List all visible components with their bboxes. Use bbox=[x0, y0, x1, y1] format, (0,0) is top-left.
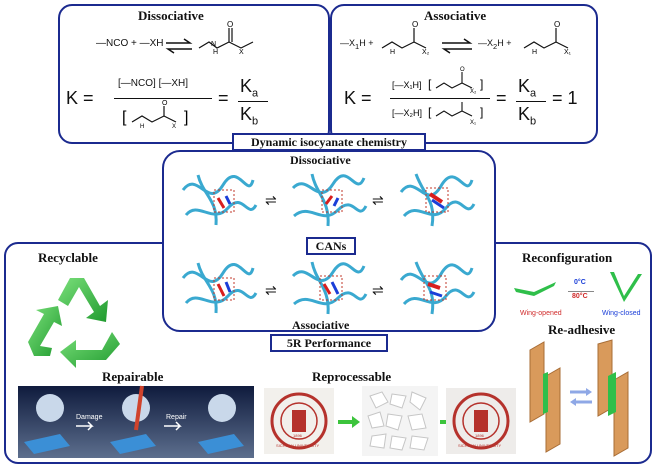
svg-text:X: X bbox=[172, 124, 176, 130]
middle-dissociative-label: Dissociative bbox=[290, 153, 351, 167]
equilibrium-arrows-right bbox=[441, 38, 473, 54]
repairable-label: Repairable bbox=[102, 369, 164, 384]
seal-text-before: SICHUAN UNIVERSITY bbox=[276, 443, 320, 448]
dissociative-panel bbox=[58, 4, 330, 144]
equilibrium-2: ⇌ bbox=[372, 192, 384, 208]
svg-text:H: H bbox=[140, 124, 144, 130]
equals-right: = bbox=[496, 88, 507, 108]
svg-text:]: ] bbox=[480, 77, 483, 91]
svg-text:X₂: X₂ bbox=[422, 49, 430, 56]
wing-closed-label: Wing-closed bbox=[602, 310, 641, 317]
x1h-reactant: —X1H + bbox=[340, 38, 374, 51]
wing-closed-image bbox=[610, 272, 642, 302]
polymer-network-2 bbox=[291, 173, 368, 227]
svg-text:O: O bbox=[460, 67, 465, 73]
denominator-carbamate-left: [ O H X ] bbox=[122, 100, 188, 130]
arrow-to-shreds bbox=[338, 416, 360, 428]
ka-left: Ka bbox=[240, 76, 259, 100]
reprocessable-label: Reprocessable bbox=[312, 369, 392, 384]
shredded-material bbox=[362, 386, 438, 456]
readhesive-label: Re-adhesive bbox=[548, 322, 616, 337]
k-symbol-left: K = bbox=[66, 88, 94, 108]
svg-text:[: [ bbox=[428, 77, 432, 91]
svg-text:H: H bbox=[390, 49, 395, 56]
equilibrium-1: ⇌ bbox=[265, 192, 277, 208]
repairable-image bbox=[18, 385, 254, 458]
equilibrium-3: ⇌ bbox=[265, 282, 277, 298]
svg-text:H: H bbox=[532, 49, 537, 56]
recycle-icon bbox=[28, 278, 120, 368]
temp-low-label: 0°C bbox=[574, 279, 586, 286]
dissociative-reactants: —NCO + —XH bbox=[96, 38, 164, 49]
svg-text:X₂: X₂ bbox=[470, 89, 477, 95]
seal-year-after: 1896 bbox=[475, 433, 484, 438]
recyclable-label: Recyclable bbox=[38, 250, 98, 265]
seal-before bbox=[264, 388, 334, 454]
polymer-network-1 bbox=[181, 174, 258, 226]
polymer-network-6 bbox=[399, 261, 476, 315]
svg-text:O: O bbox=[227, 20, 233, 29]
kb-right: Kb bbox=[518, 104, 537, 128]
svg-text:]: ] bbox=[184, 109, 188, 126]
numerator-left: [—NCO] [—XH] bbox=[118, 78, 189, 89]
repair-label: Repair bbox=[166, 414, 187, 421]
damage-label: Damage bbox=[76, 414, 103, 421]
wing-opened-image bbox=[514, 282, 556, 296]
fraction-bar-k-right bbox=[516, 101, 546, 102]
carbamate-x1: O H X₁ bbox=[523, 20, 572, 56]
equals-left: = bbox=[218, 88, 229, 108]
carbamate-structure-left: O H N X bbox=[198, 20, 254, 56]
seal-after bbox=[446, 388, 516, 454]
num-xh: —XH bbox=[161, 78, 186, 89]
svg-text:[—X₁H]: [—X₁H] bbox=[392, 80, 422, 90]
svg-text:O: O bbox=[162, 100, 168, 107]
seal-text-after: SICHUAN UNIVERSITY bbox=[458, 443, 502, 448]
numerator-right: [—X₁H] [ O X₂ ] bbox=[392, 67, 483, 95]
readhesive-image bbox=[529, 339, 629, 457]
svg-text:X₁: X₁ bbox=[564, 49, 572, 56]
temp-high-label: 80°C bbox=[572, 293, 588, 300]
svg-text:O: O bbox=[412, 20, 418, 29]
equilibrium-arrows-left bbox=[165, 38, 193, 54]
ka-right: Ka bbox=[518, 76, 537, 100]
associative-panel bbox=[330, 4, 598, 144]
svg-text:[: [ bbox=[428, 105, 432, 119]
polymer-network-5 bbox=[291, 261, 368, 315]
fraction-bar-left bbox=[114, 98, 212, 99]
equals-one: = 1 bbox=[552, 88, 578, 108]
5r-performance-tag: 5R Performance bbox=[270, 334, 388, 352]
seal-year-before: 1896 bbox=[293, 433, 302, 438]
num-nco: —NCO bbox=[120, 78, 154, 89]
x2h-product: —X2H + bbox=[478, 38, 512, 51]
carbamate-x2: O H X₂ bbox=[381, 20, 430, 56]
fraction-bar-k-left bbox=[238, 101, 268, 102]
wing-opened-label: Wing-opened bbox=[520, 310, 562, 317]
associative-title: Associative bbox=[424, 8, 487, 23]
svg-text:]: ] bbox=[480, 105, 483, 119]
polymer-network-4 bbox=[181, 262, 258, 314]
kb-left: Kb bbox=[240, 104, 259, 128]
fraction-bar-right bbox=[390, 98, 490, 99]
polymer-network-3 bbox=[399, 173, 476, 227]
svg-text:[—X₂H]: [—X₂H] bbox=[392, 108, 422, 118]
cans-tag: CANs bbox=[306, 237, 356, 255]
equilibrium-4: ⇌ bbox=[372, 282, 384, 298]
svg-text:X: X bbox=[239, 49, 244, 56]
svg-text:[: [ bbox=[122, 109, 127, 126]
temp-divider bbox=[568, 291, 594, 292]
svg-text:X₁: X₁ bbox=[470, 120, 476, 126]
svg-text:N: N bbox=[211, 41, 216, 48]
svg-text:O: O bbox=[554, 20, 560, 29]
svg-text:H: H bbox=[213, 49, 218, 56]
dynamic-isocyanate-tag: Dynamic isocyanate chemistry bbox=[232, 133, 426, 151]
dissociative-title: Dissociative bbox=[138, 8, 204, 23]
middle-associative-label: Associative bbox=[292, 318, 350, 332]
denominator-right: [—X₂H] [ X₁ ] bbox=[392, 102, 483, 126]
k-symbol-right: K = bbox=[344, 88, 372, 108]
reconfiguration-label: Reconfiguration bbox=[522, 250, 613, 265]
